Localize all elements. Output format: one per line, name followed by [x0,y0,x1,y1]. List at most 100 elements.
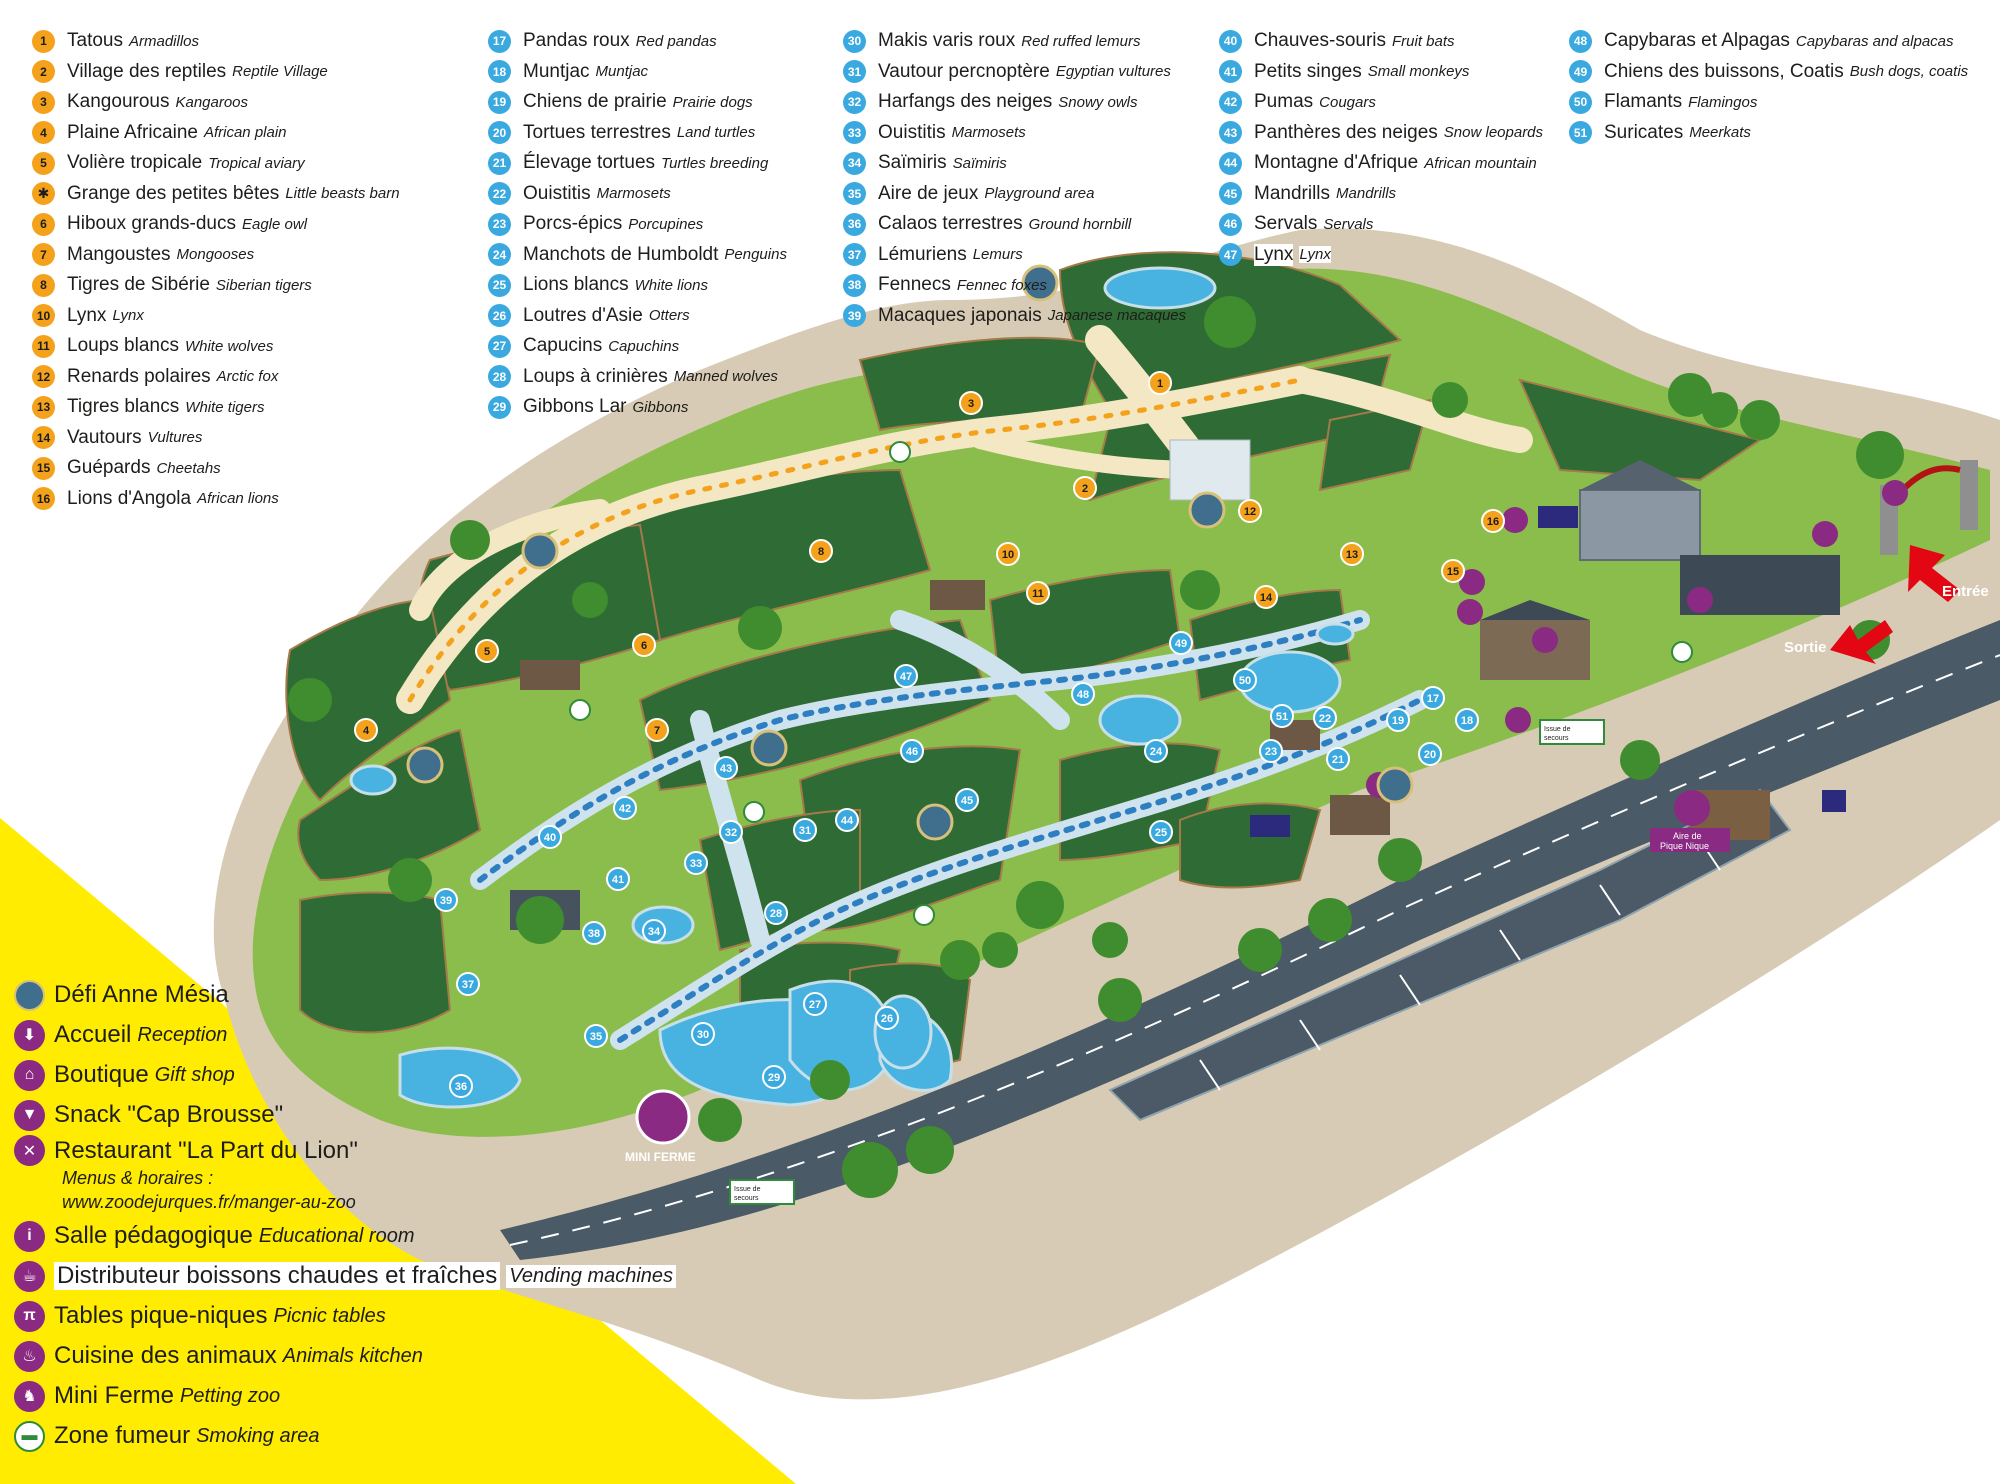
legend-name-en: Snow leopards [1443,124,1544,142]
map-marker-number: 48 [1077,689,1089,701]
map-marker-number: 36 [455,1081,467,1093]
legend-name-fr: Lynx [1254,243,1294,266]
legend-name-fr: Saïmiris [878,152,947,174]
legend-name-en: Mongooses [176,246,255,264]
number-badge: 51 [1569,121,1592,145]
legend-name-en: Vultures [147,429,203,447]
number-badge: 45 [1219,182,1242,206]
map-marker-number: 24 [1150,746,1163,758]
svg-text:Issue de: Issue de [1544,726,1571,733]
legend-name-fr: Porcs-épics [523,213,623,235]
legend-name-en: Turtles breeding [661,154,769,172]
number-badge: 2 [32,60,55,84]
legend-name-fr: Macaques japonais [878,304,1042,326]
number-badge: 32 [843,90,866,114]
picnic-area-label: Aire de Pique Nique [1650,828,1730,852]
number-badge: 47 [1219,243,1242,267]
entrance-arrow-icon [1908,545,1960,602]
map-marker-number: 15 [1447,566,1459,578]
legend-name-fr: Muntjac [523,60,590,82]
legend-name-en: African lions [197,490,279,508]
legend-name-en: Ground hornbill [1028,215,1132,233]
number-badge: 25 [488,273,511,297]
map-marker-number: 43 [720,763,732,775]
legend-name-fr: Loups blancs [67,335,179,357]
map-marker-number: 20 [1424,749,1436,761]
legend-name-fr: Panthères des neiges [1254,121,1438,143]
legend-name-en: Lynx [112,307,144,325]
number-badge: 4 [32,121,55,145]
legend-name-fr: Ouistitis [878,121,946,143]
legend-name-en: Lemurs [972,246,1023,264]
map-marker-number: 37 [462,979,474,991]
service-name-fr: Défi Anne Mésia [54,981,229,1008]
legend-name-fr: Hiboux grands-ducs [67,213,236,235]
legend-name-fr: Élevage tortues [523,152,656,174]
service-name-fr: Salle pédagogique [54,1222,253,1249]
avatar-icon [14,979,45,1011]
legend-name-fr: Aire de jeux [878,182,979,204]
map-marker-number: 42 [619,803,631,815]
legend-name-fr: Tortues terrestres [523,121,671,143]
mini-ferme-marker-icon[interactable] [635,1089,691,1145]
service-item-cutlery: ✕Restaurant "La Part du Lion"Menus & hor… [14,1135,700,1216]
service-markers[interactable] [1366,480,1908,798]
number-badge: 10 [32,304,55,328]
map-marker-number: 49 [1175,638,1187,650]
map-marker-number: 38 [588,928,600,940]
legend-name-en: Mandrills [1336,185,1397,203]
map-marker-number: 19 [1392,715,1404,727]
blue-enclosure-markers[interactable]: 1718192021222324252627282930313233343536… [434,631,1479,1098]
legend-name-en: Red ruffed lemurs [1021,32,1141,50]
map-marker-number: 33 [690,858,702,870]
number-badge: 30 [843,29,866,53]
map-marker-number: 3 [968,398,974,410]
service-name-en: Reception [137,1023,228,1046]
map-marker-number: 51 [1276,711,1288,723]
restaurant-menu-link[interactable]: www.zoodejurques.fr/manger-au-zoo [62,1192,356,1212]
map-marker-number: 1 [1157,378,1163,390]
picnic-marker-icon[interactable] [1674,790,1710,826]
number-badge: 18 [488,60,511,84]
map-marker-number: 7 [654,725,660,737]
number-badge: 42 [1219,90,1242,114]
svg-text:Issue de: Issue de [734,1186,761,1193]
number-badge: 3 [32,90,55,114]
restaurant-menu-note: Menus & horaires : [62,1168,214,1188]
legend-name-en: Playground area [984,185,1095,203]
challenge-avatar-markers[interactable] [406,264,1414,841]
legend-name-en: Fruit bats [1392,32,1455,50]
legend-name-en: Siberian tigers [215,276,312,294]
service-name-fr: Distributeur boissons chaudes et fraîche… [54,1262,501,1290]
legend-name-fr: Tigres de Sibérie [67,274,210,296]
legend-name-en: Fennec foxes [956,276,1047,294]
legend-name-fr: Manchots de Humboldt [523,243,719,265]
legend-name-fr: Loups à crinières [523,365,668,387]
number-badge: 50 [1569,90,1592,114]
legend-name-fr: Mandrills [1254,182,1331,204]
service-name-en: Picnic tables [273,1304,386,1327]
map-marker-number: 46 [906,746,918,758]
cutlery-icon: ✕ [14,1135,45,1166]
legend-name-fr: Servals [1254,213,1318,235]
number-badge: 15 [32,456,55,480]
legend-name-en: Reptile Village [232,63,328,81]
trees [288,296,1904,1198]
legend-name-en: Bush dogs, coatis [1849,63,1969,81]
